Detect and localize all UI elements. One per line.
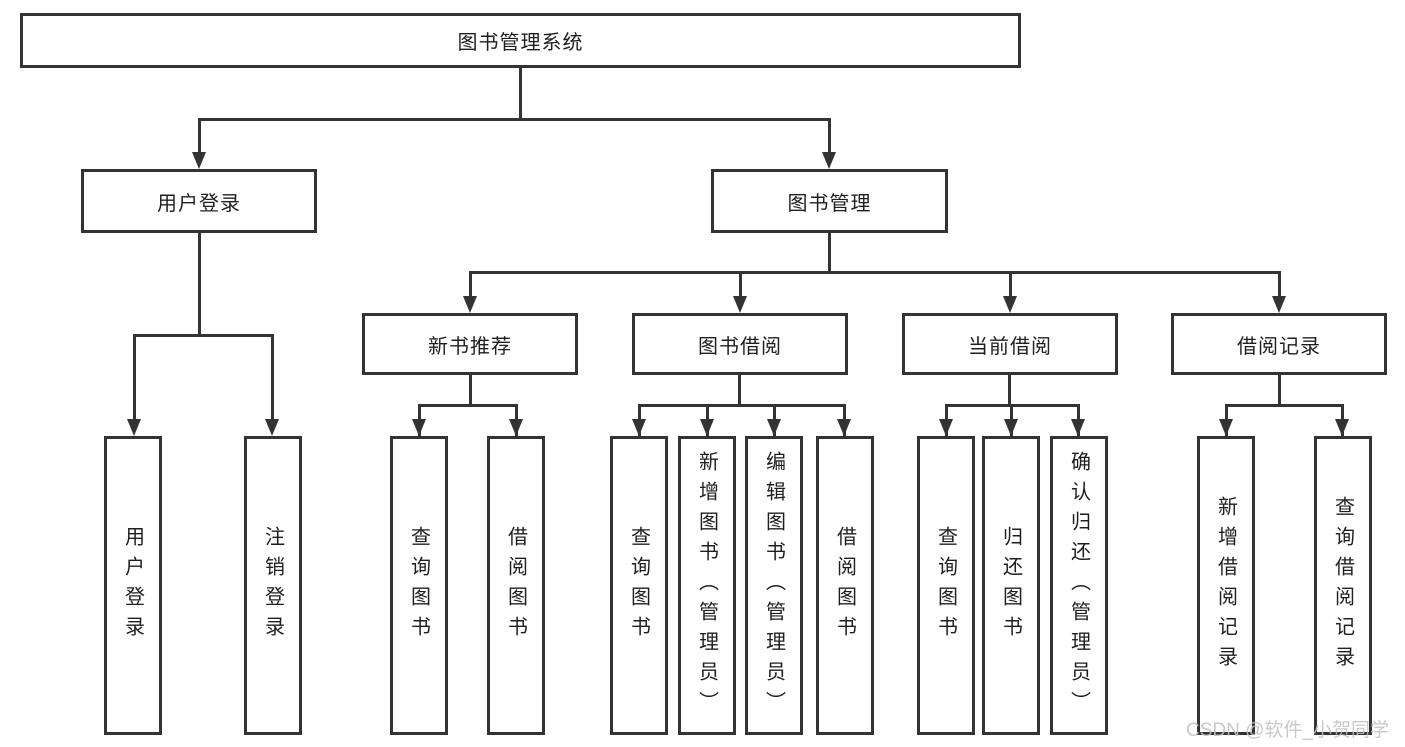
edge-arrowhead [1004,419,1018,436]
edge-line [469,271,1280,274]
leaf-label: 查询图书 [627,525,650,646]
leaf-label: 确认归还（管理员） [1067,450,1090,721]
leaf-edit-book-admin: 编辑图书（管理员） [745,436,803,735]
leaf-label: 借阅图书 [504,525,527,646]
edge-arrowhead [837,419,851,436]
edge-line [133,334,274,337]
edge-line [1278,375,1281,407]
leaf-add-book-admin: 新增图书（管理员） [678,436,736,735]
edge-arrowhead [265,419,279,436]
edge-line [828,118,831,162]
leaf-query-book-2: 查询图书 [610,436,668,735]
node-borrow-records: 借阅记录 [1171,313,1387,375]
edge-arrowhead [412,419,426,436]
leaf-label: 新增借阅记录 [1214,495,1237,676]
edge-line [738,375,741,407]
edge-arrowhead [509,419,523,436]
edge-arrowhead [1272,296,1286,313]
edge-line [519,68,522,121]
edge-line [198,233,201,337]
node-book-borrow: 图书借阅 [632,313,848,375]
csdn-watermark: CSDN @软件_小贺同学 [1186,720,1389,741]
leaf-query-borrow-record: 查询借阅记录 [1314,436,1372,735]
leaf-logout-login: 注销登录 [244,436,302,735]
edge-arrowhead [733,296,747,313]
edge-arrowhead [822,152,836,169]
edge-line [198,118,201,162]
leaf-label: 新增图书（管理员） [695,450,718,721]
edge-line [133,334,136,426]
leaf-confirm-return-admin: 确认归还（管理员） [1050,436,1108,735]
edge-arrowhead [463,296,477,313]
leaf-label: 查询借阅记录 [1331,495,1354,676]
edge-arrowhead [1335,419,1349,436]
leaf-user-login: 用户登录 [104,436,162,735]
edge-line [828,233,831,274]
edge-arrowhead [939,419,953,436]
leaf-label: 查询图书 [934,525,957,646]
node-root: 图书管理系统 [20,13,1021,68]
leaf-label: 编辑图书（管理员） [762,450,785,721]
edge-line [1225,404,1344,407]
leaf-return-book: 归还图书 [982,436,1040,735]
edge-arrowhead [127,419,141,436]
edge-arrowhead [700,419,714,436]
edge-arrowhead [767,419,781,436]
leaf-query-book-1: 查询图书 [390,436,448,735]
edge-line [198,118,831,121]
edge-arrowhead [1071,419,1085,436]
edge-arrowhead [1219,419,1233,436]
node-book-management: 图书管理 [711,169,948,233]
leaf-add-borrow-record: 新增借阅记录 [1197,436,1255,735]
leaf-borrow-book-2: 借阅图书 [816,436,874,735]
leaf-borrow-book-1: 借阅图书 [487,436,545,735]
leaf-label: 查询图书 [407,525,430,646]
edge-line [739,271,742,304]
edge-arrowhead [192,152,206,169]
edge-line [1008,375,1011,407]
edge-line [271,334,274,426]
node-current-borrow: 当前借阅 [902,313,1118,375]
leaf-query-book-3: 查询图书 [917,436,975,735]
edge-arrowhead [632,419,646,436]
node-user-login: 用户登录 [81,169,317,233]
leaf-label: 借阅图书 [833,525,856,646]
edge-line [469,375,472,407]
edge-line [418,404,518,407]
edge-line [469,271,472,304]
edge-line [638,404,846,407]
node-new-book-recommend: 新书推荐 [362,313,578,375]
edge-line [1278,271,1281,304]
edge-line [1009,271,1012,304]
leaf-label: 归还图书 [999,525,1022,646]
leaf-label: 用户登录 [121,525,144,646]
leaf-label: 注销登录 [261,525,284,646]
edge-arrowhead [1003,296,1017,313]
